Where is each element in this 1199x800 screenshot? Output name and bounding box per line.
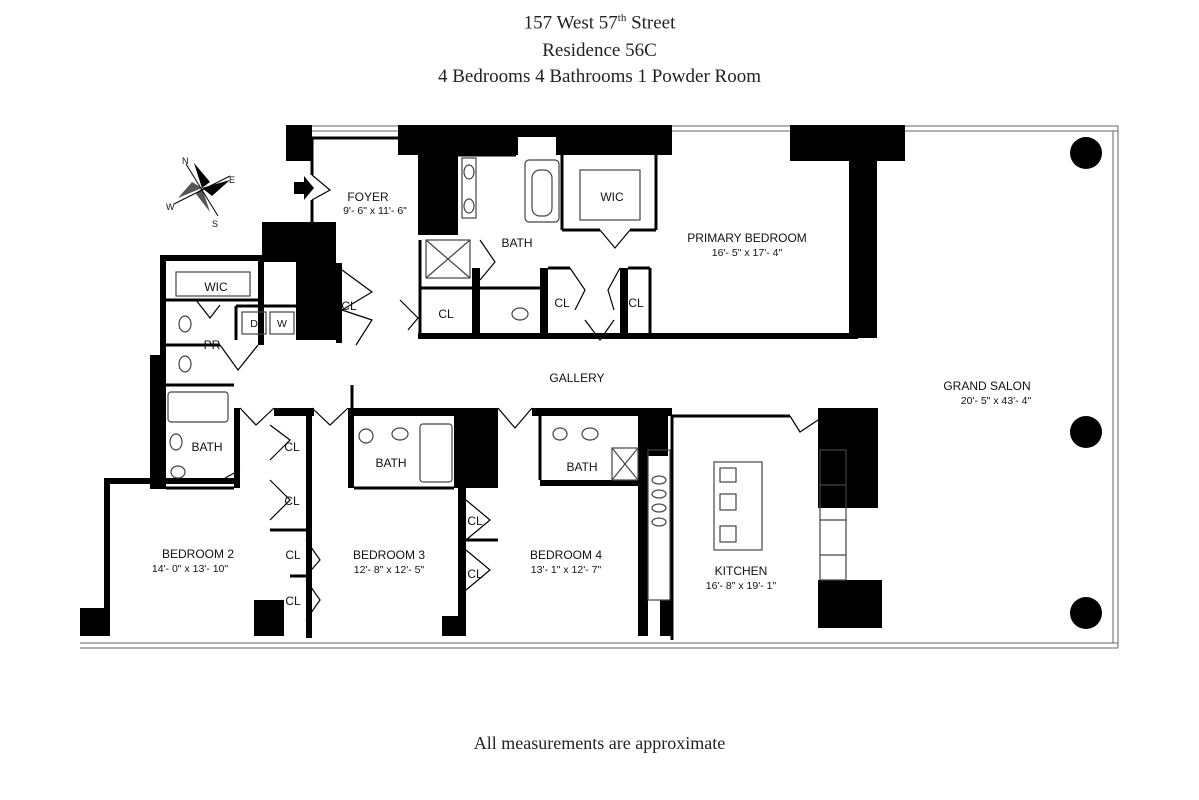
cl-bedroom3-bottom-label: CL — [285, 594, 301, 608]
bath-primary-label: BATH — [501, 236, 532, 250]
door-swings — [195, 174, 819, 621]
bath-bedroom2-label: BATH — [191, 440, 222, 454]
columns — [1070, 137, 1102, 629]
address-sup: th — [617, 12, 627, 24]
grand-salon-dim: 20'- 5" x 43'- 4" — [961, 395, 1032, 407]
compass-icon: N E S W — [166, 156, 235, 229]
gallery-name: GALLERY — [549, 371, 604, 385]
column-bottom — [1070, 597, 1102, 629]
cl-hall-bottom-label: CL — [284, 494, 300, 508]
exterior-windows — [80, 125, 1119, 649]
room-summary: 4 Bedrooms 4 Bathrooms 1 Powder Room — [438, 66, 761, 87]
foyer-dim: 9'- 6" x 11'- 6" — [343, 205, 407, 217]
pr-label: PR — [204, 338, 221, 352]
column-middle — [1070, 416, 1102, 448]
walls — [80, 125, 905, 638]
d-label: D — [250, 318, 258, 330]
wic-secondary-label: WIC — [204, 280, 228, 294]
compass-e: E — [229, 175, 235, 185]
primary-bedroom-name: PRIMARY BEDROOM — [687, 231, 807, 245]
compass-n: N — [182, 156, 189, 166]
partitions — [166, 136, 790, 640]
w-label: W — [277, 318, 287, 330]
kitchen-dim: 16'- 8" x 19'- 1" — [706, 580, 777, 592]
bedroom4-name: BEDROOM 4 — [530, 548, 602, 562]
primary-bedroom-dim: 16'- 5" x 17'- 4" — [712, 247, 783, 259]
residence-title: Residence 56C — [542, 40, 657, 61]
compass-s: S — [212, 219, 218, 229]
wic-primary-label: WIC — [600, 190, 624, 204]
cl-primary-right-label: CL — [628, 296, 644, 310]
address-prefix: 157 West 57 — [523, 12, 618, 34]
bath-bedroom3-label: BATH — [375, 456, 406, 470]
cl-hall-top-label: CL — [284, 440, 300, 454]
cl-bedroom4-top-label: CL — [467, 514, 483, 528]
entry-arrow-icon — [294, 176, 314, 200]
bath-bedroom4-label: BATH — [566, 460, 597, 474]
address-suffix: Street — [626, 12, 676, 34]
bedroom3-name: BEDROOM 3 — [353, 548, 425, 562]
column-top — [1070, 137, 1102, 169]
bedroom4-dim: 13'- 1" x 12'- 7" — [531, 564, 602, 576]
bedroom3-dim: 12'- 8" x 12'- 5" — [354, 564, 425, 576]
kitchen-name: KITCHEN — [715, 564, 768, 578]
cl-bedroom4-bottom-label: CL — [467, 567, 483, 581]
plan-address: 157 West 57th Street — [0, 12, 1199, 34]
cl-bedroom3-top-label: CL — [285, 548, 301, 562]
cl-primary-mid-label: CL — [554, 296, 570, 310]
grand-salon-name: GRAND SALON — [943, 379, 1030, 393]
cl-primary-left-label: CL — [438, 307, 454, 321]
fixtures — [167, 157, 847, 601]
cl-foyer-label: CL — [341, 299, 357, 313]
foyer-name: FOYER — [347, 190, 389, 204]
footer-note: All measurements are approximate — [473, 733, 726, 753]
bedroom2-name: BEDROOM 2 — [162, 547, 234, 561]
bedroom2-dim: 14'- 0" x 13'- 10" — [152, 563, 229, 575]
compass-w: W — [166, 202, 175, 212]
